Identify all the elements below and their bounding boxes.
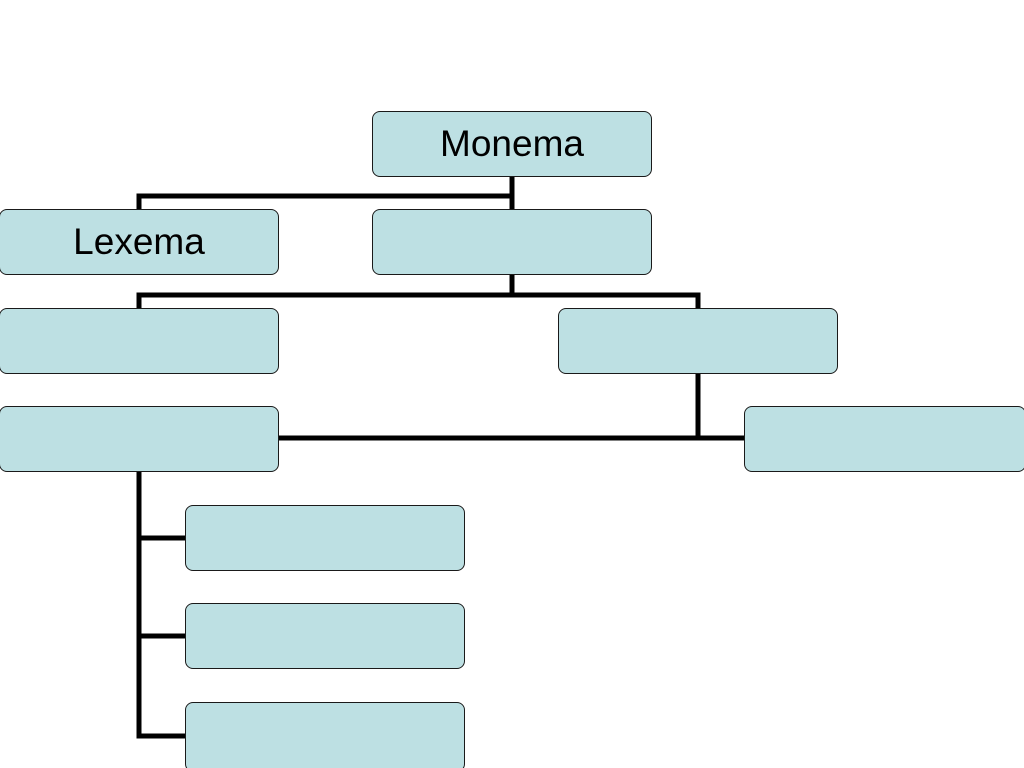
connector-d-children xyxy=(276,371,747,441)
node-blank-level1-right xyxy=(372,209,652,275)
node-lexema-label: Lexema xyxy=(73,221,205,262)
connector-e-children xyxy=(136,469,188,739)
connector-b-children xyxy=(136,272,701,311)
node-lexema: Lexema xyxy=(0,209,279,275)
node-blank-level2-right xyxy=(558,308,838,374)
node-blank-level4-second xyxy=(185,603,465,669)
node-monema: Monema xyxy=(372,111,652,177)
node-blank-level4-first xyxy=(185,505,465,571)
node-blank-level2-left xyxy=(0,308,279,374)
node-blank-level4-third xyxy=(185,702,465,768)
node-blank-level3-left xyxy=(0,406,279,472)
node-blank-level3-right xyxy=(744,406,1024,472)
node-monema-label: Monema xyxy=(440,123,584,164)
connector-monema-children xyxy=(136,174,515,212)
